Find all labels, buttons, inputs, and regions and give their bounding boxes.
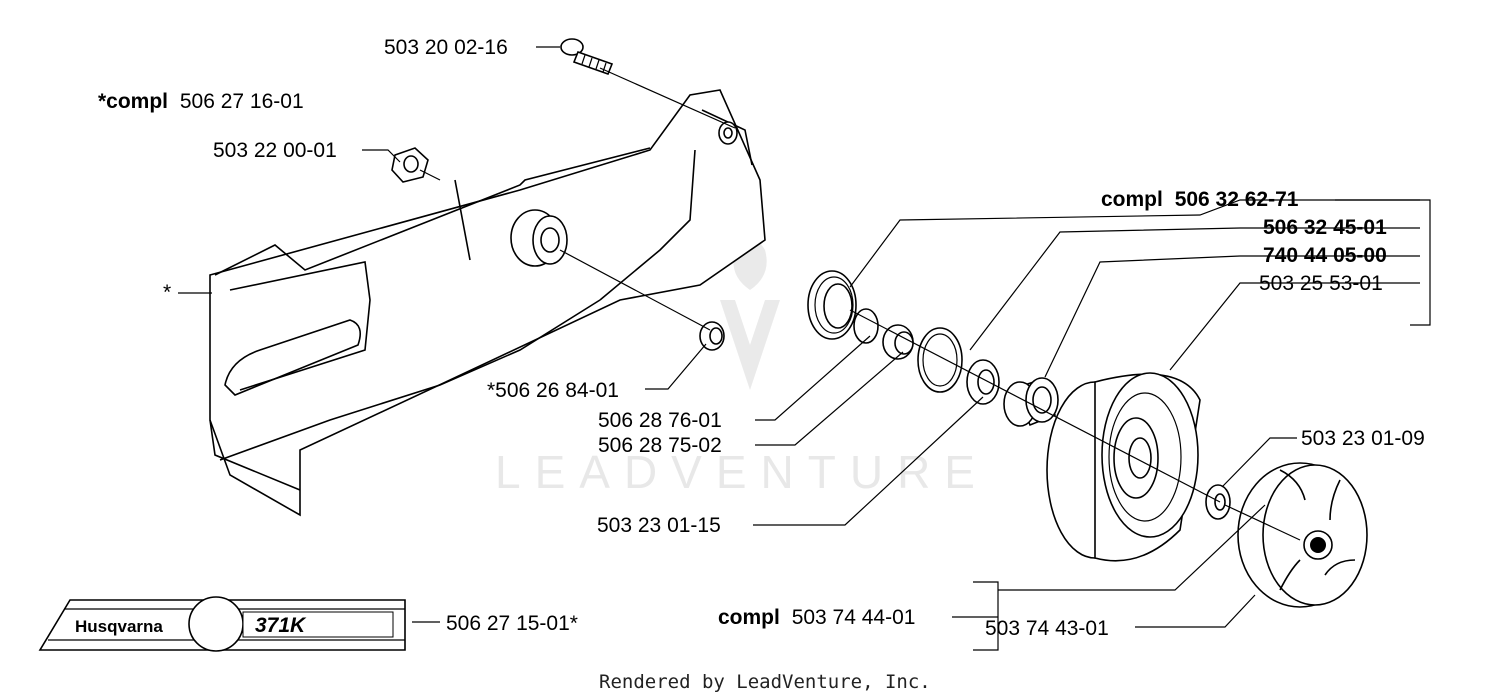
- lock-ring-part: [853, 308, 879, 344]
- decal: Husqvarna 371K: [38, 596, 406, 652]
- needle-bearing-part: [1003, 377, 1059, 427]
- label-roller-spacer: *506 26 84-01: [487, 379, 619, 402]
- label-shoe-compl-prefix: compl: [718, 606, 780, 629]
- leader-lines: [178, 46, 1431, 651]
- decal-model-box: [242, 611, 394, 638]
- label-503-23-01-09: 503 23 01-09: [1301, 427, 1425, 450]
- decal-brand-text: Husqvarna: [75, 617, 163, 636]
- label-shoe-compl: compl 503 74 44-01: [718, 606, 915, 629]
- washer-large-part: [917, 327, 963, 393]
- label-cover-compl-prefix: *compl: [98, 90, 168, 113]
- decal-circle-icon: [188, 596, 244, 652]
- seal-ring-part: [807, 270, 857, 340]
- label-decal-part: 506 27 15-01*: [446, 612, 578, 635]
- needle-cage-part: [882, 324, 914, 360]
- label-506-32-45-01: 506 32 45-01: [1263, 216, 1387, 239]
- label-clutch-compl-number: 506 32 62-71: [1175, 188, 1299, 211]
- clutch-washer-part: [1205, 484, 1231, 520]
- clutch-drum-part: [1046, 372, 1201, 562]
- label-506-28-76-01: 506 28 76-01: [598, 409, 722, 432]
- decal-model-text: 371K: [255, 614, 307, 637]
- watermark: LEADVENTURE: [495, 237, 989, 498]
- cover-nut-part: [391, 147, 429, 183]
- clutch-shoe-part: [1237, 462, 1368, 608]
- assembly-axis: [419, 67, 1301, 541]
- cover-roller-part: [510, 209, 568, 267]
- spacer-part: [699, 321, 725, 351]
- label-503-25-53-01: 503 25 53-01: [1259, 272, 1383, 295]
- label-clutch-compl-prefix: compl: [1101, 188, 1163, 211]
- label-506-28-75-02: 506 28 75-02: [598, 434, 722, 457]
- label-bolt: 503 20 02-16: [384, 36, 508, 59]
- chain-cover-part: [209, 89, 766, 517]
- footer-text: Rendered by LeadVenture, Inc.: [599, 671, 931, 693]
- label-clutch-compl: compl 506 32 62-71: [1101, 188, 1299, 211]
- label-cover-star: *: [163, 281, 171, 304]
- label-503-23-01-15: 503 23 01-15: [597, 514, 721, 537]
- decal-brand-box: [70, 612, 190, 637]
- label-cover-compl: *compl 506 27 16-01: [98, 90, 304, 113]
- washer-small-part: [966, 359, 1000, 405]
- cover-bolt-part: [560, 38, 614, 76]
- label-740-44-05-00: 740 44 05-00: [1263, 244, 1387, 267]
- watermark-text: LEADVENTURE: [495, 446, 989, 498]
- label-nut: 503 22 00-01: [213, 139, 337, 162]
- label-shoe-compl-number: 503 74 44-01: [792, 606, 916, 629]
- label-503-74-43-01: 503 74 43-01: [985, 617, 1109, 640]
- label-cover-compl-number: 506 27 16-01: [180, 90, 304, 113]
- watermark-logo-icon: [720, 237, 780, 390]
